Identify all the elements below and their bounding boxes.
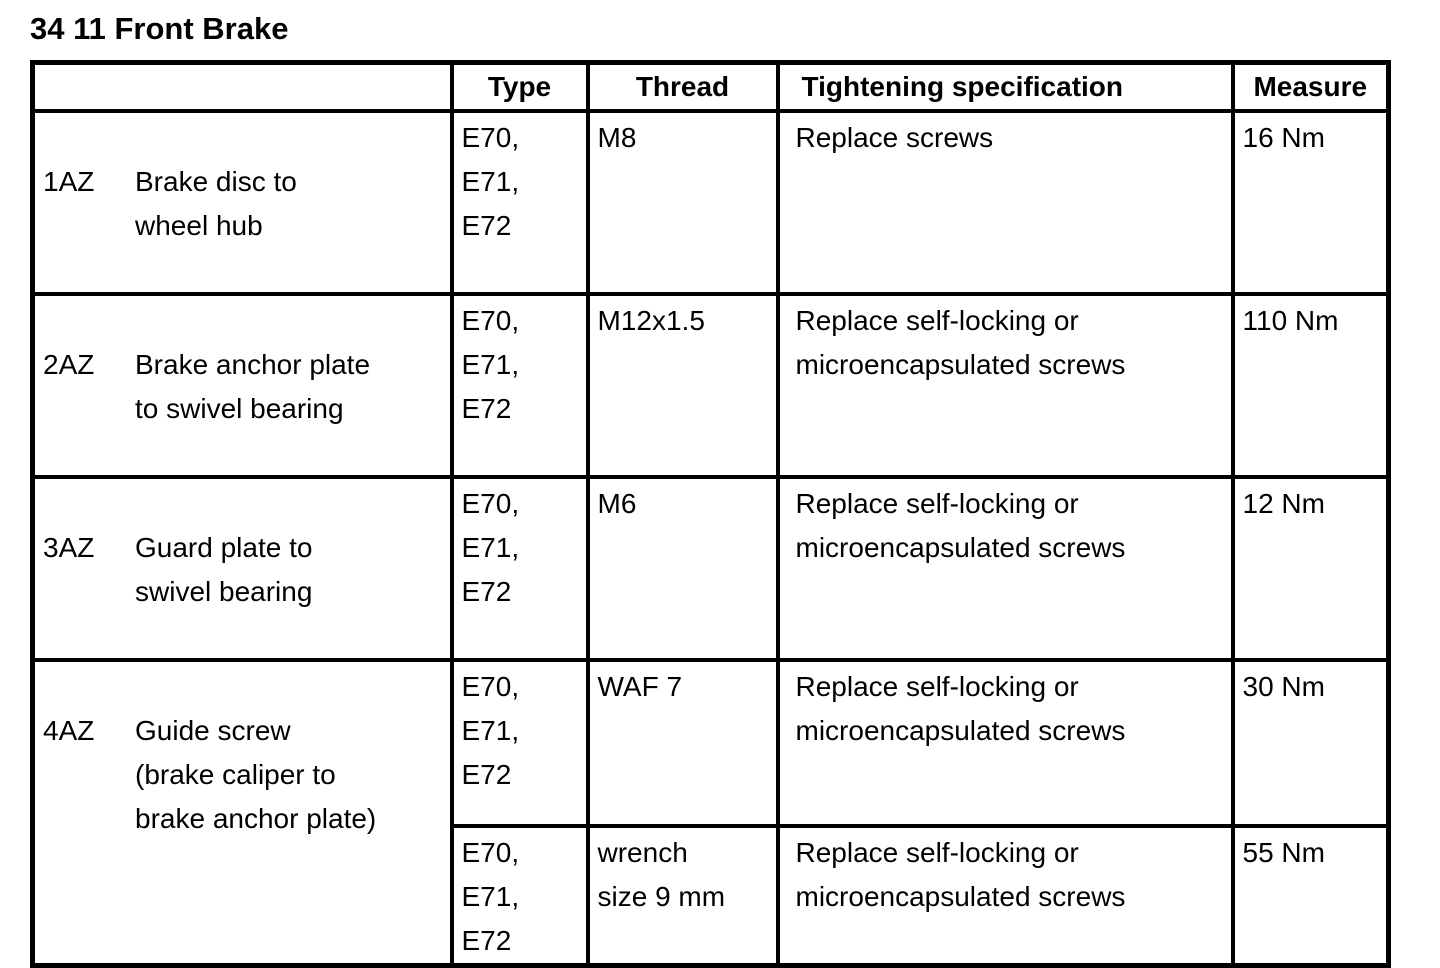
measure-cell: 55 Nm [1230,823,1391,967]
column-header-thread: Thread [585,60,780,113]
page-title: 34 11 Front Brake [30,11,289,46]
row-description: Guard plate to swivel bearing [135,531,313,607]
item-cell: 3AZ Guard plate to swivel bearing [30,474,454,662]
thread-cell: wrench size 9 mm [585,823,780,967]
row-code: 2AZ [43,348,95,380]
row-description: Brake anchor plate to swivel bearing [135,348,371,424]
item-content: 2AZ Brake anchor plate to swivel bearing [43,343,444,431]
column-header-type: Type [449,60,590,113]
row-description: Brake disc to wheel hub [135,165,297,241]
tightening-cell: Replace screws [775,108,1235,296]
type-cell: E70, E71, E72 [449,823,590,967]
item-content: 4AZ Guide screw (brake caliper to brake … [43,709,444,841]
tightening-cell: Replace self-locking or microencapsulate… [775,823,1235,967]
item-content: 1AZ Brake disc to wheel hub [43,160,444,248]
item-cell: 1AZ Brake disc to wheel hub [30,108,454,296]
type-cell: E70, E71, E72 [449,657,590,828]
column-header-tightening-specification: Tightening specification [775,60,1235,113]
item-cell: 4AZ Guide screw (brake caliper to brake … [30,657,454,967]
table-row-4az: 4AZ Guide screw (brake caliper to brake … [30,657,1391,967]
measure-cell: 30 Nm [1230,657,1391,828]
type-cell: E70, E71, E72 [449,291,590,479]
row-code: 1AZ [43,165,95,197]
table-row-2az: 2AZ Brake anchor plate to swivel bearing… [30,291,1391,479]
column-header-measure: Measure [1230,60,1391,113]
measure-cell: 110 Nm [1230,291,1391,479]
row-code: 4AZ [43,714,95,746]
row-description: Guide screw (brake caliper to brake anch… [135,714,377,834]
tightening-cell: Replace self-locking or microencapsulate… [775,291,1235,479]
table-header-row: Type Thread Tightening specification Mea… [30,60,1391,113]
type-cell: E70, E71, E72 [449,474,590,662]
thread-cell: WAF 7 [585,657,780,828]
measure-cell: 12 Nm [1230,474,1391,662]
column-header-item [30,60,454,113]
table-row-1az: 1AZ Brake disc to wheel hub E70, E71, E7… [30,108,1391,296]
thread-cell: M8 [585,108,780,296]
thread-cell: M6 [585,474,780,662]
tightening-cell: Replace self-locking or microencapsulate… [775,474,1235,662]
type-cell: E70, E71, E72 [449,108,590,296]
item-cell: 2AZ Brake anchor plate to swivel bearing [30,291,454,479]
table-row-3az: 3AZ Guard plate to swivel bearing E70, E… [30,474,1391,662]
torque-spec-table: Type Thread Tightening specification Mea… [30,60,1391,968]
tightening-cell: Replace self-locking or microencapsulate… [775,657,1235,828]
row-code: 3AZ [43,531,95,563]
item-content: 3AZ Guard plate to swivel bearing [43,526,444,614]
thread-cell: M12x1.5 [585,291,780,479]
measure-cell: 16 Nm [1230,108,1391,296]
